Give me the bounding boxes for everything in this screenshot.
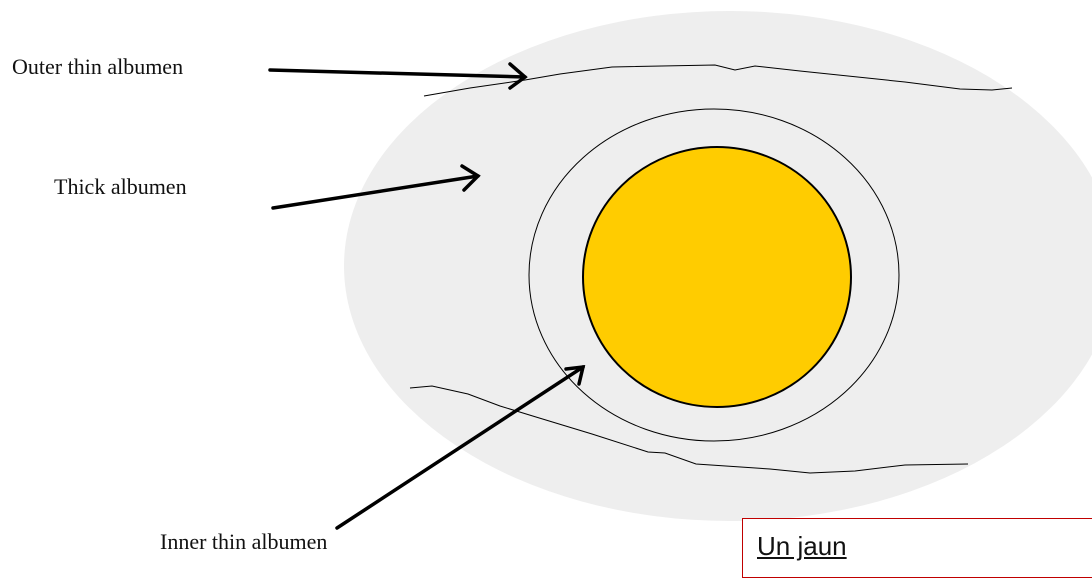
caption-text: Un jaun [757,531,847,562]
caption-box: Un jaun [742,518,1092,578]
inner-thin-albumen-label: Inner thin albumen [160,531,327,553]
outer-thin-albumen-label: Outer thin albumen [12,56,183,78]
thick-albumen-label: Thick albumen [54,176,187,198]
yolk [583,147,851,407]
egg-diagram [0,0,1092,557]
